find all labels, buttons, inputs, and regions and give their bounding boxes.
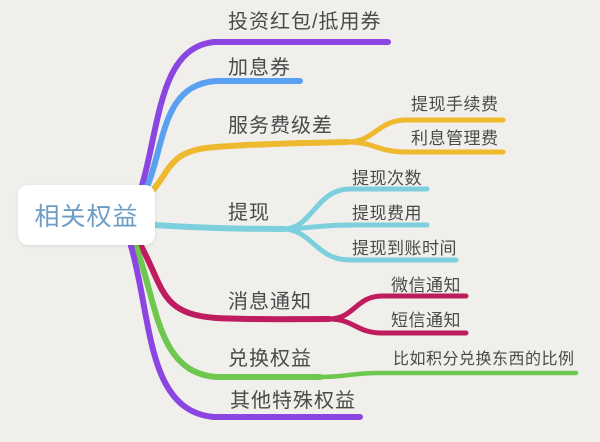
branch-label-investment-redpacket-coupon[interactable]: 投资红包/抵用券 bbox=[228, 11, 382, 33]
branch-label-interest-management-fee[interactable]: 利息管理费 bbox=[411, 129, 499, 148]
branch-label-withdrawal-count[interactable]: 提现次数 bbox=[352, 169, 422, 188]
branch-line-withdrawal bbox=[151, 222, 287, 232]
branch-line-investment-redpacket-coupon bbox=[135, 39, 391, 201]
branch-label-other-special-rights[interactable]: 其他特殊权益 bbox=[230, 390, 356, 412]
branch-label-service-fee-tier[interactable]: 服务费级差 bbox=[228, 115, 333, 137]
branch-label-points-exchange-ratio[interactable]: 比如积分兑换东西的比例 bbox=[393, 351, 575, 368]
root-node[interactable]: 相关权益 bbox=[18, 185, 155, 245]
branch-label-redemption-rights[interactable]: 兑换权益 bbox=[228, 348, 312, 370]
branch-label-withdrawal[interactable]: 提现 bbox=[228, 202, 270, 224]
branch-line-points-exchange-ratio bbox=[317, 370, 579, 380]
branch-label-withdrawal-cost[interactable]: 提现费用 bbox=[352, 204, 422, 223]
branch-line-withdrawal-arrival-time bbox=[281, 226, 459, 263]
branch-label-sms-notification[interactable]: 短信通知 bbox=[391, 311, 461, 330]
branch-line-message-notification bbox=[138, 243, 332, 323]
branch-line-sms-notification bbox=[326, 316, 469, 336]
branch-line-withdrawal-cost bbox=[281, 222, 430, 232]
root-node-label: 相关权益 bbox=[34, 203, 139, 231]
branch-line-interest-rate-coupon bbox=[139, 78, 303, 201]
branch-label-withdrawal-arrival-time[interactable]: 提现到账时间 bbox=[352, 239, 457, 258]
branch-label-interest-rate-coupon[interactable]: 加息券 bbox=[228, 57, 291, 79]
branch-line-redemption-rights bbox=[133, 243, 323, 380]
branch-label-message-notification[interactable]: 消息通知 bbox=[228, 291, 312, 313]
branch-line-other-special-rights bbox=[128, 243, 363, 420]
branch-line-service-fee-tier bbox=[144, 139, 351, 200]
branch-label-wechat-notification[interactable]: 微信通知 bbox=[391, 276, 461, 295]
branch-line-interest-management-fee bbox=[345, 139, 506, 155]
branch-label-withdrawal-fee[interactable]: 提现手续费 bbox=[411, 95, 499, 114]
